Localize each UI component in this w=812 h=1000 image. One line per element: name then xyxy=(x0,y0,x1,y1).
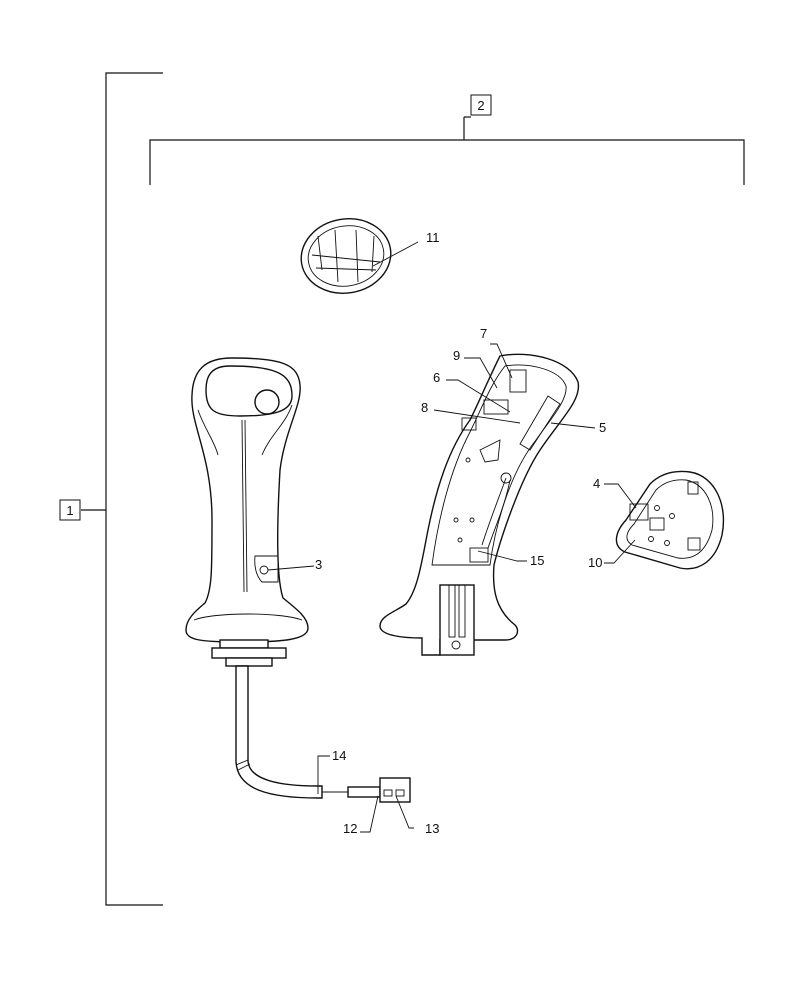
joystick-handle xyxy=(185,357,309,667)
callout-2-label: 2 xyxy=(477,98,484,113)
callout-9[interactable]: 9 xyxy=(453,348,460,363)
cable-harness xyxy=(235,665,411,803)
callout-5[interactable]: 5 xyxy=(599,420,606,435)
callout-12[interactable]: 12 xyxy=(343,821,357,836)
callout-14[interactable]: 14 xyxy=(332,748,346,763)
callout-6[interactable]: 6 xyxy=(433,370,440,385)
callout-8[interactable]: 8 xyxy=(421,400,428,415)
handle-shell-section xyxy=(379,353,580,656)
callout-3[interactable]: 3 xyxy=(315,557,322,572)
callout-11[interactable]: 11 xyxy=(426,230,440,245)
callout-7[interactable]: 7 xyxy=(480,326,487,341)
callout-15[interactable]: 15 xyxy=(530,553,544,568)
callout-labels: 11 7 9 6 8 5 4 10 3 15 14 12 13 xyxy=(315,230,606,836)
assembly-bracket xyxy=(81,72,163,906)
callout-4[interactable]: 4 xyxy=(593,476,600,491)
part-11-cap xyxy=(300,218,392,294)
subassembly-bracket xyxy=(149,116,745,185)
callout-1-label: 1 xyxy=(66,503,73,518)
switch-module xyxy=(615,470,725,570)
leader-lines xyxy=(267,241,637,833)
callout-10[interactable]: 10 xyxy=(588,555,602,570)
callout-2[interactable]: 2 xyxy=(470,94,492,116)
callout-13[interactable]: 13 xyxy=(425,821,439,836)
callout-1[interactable]: 1 xyxy=(59,499,81,521)
